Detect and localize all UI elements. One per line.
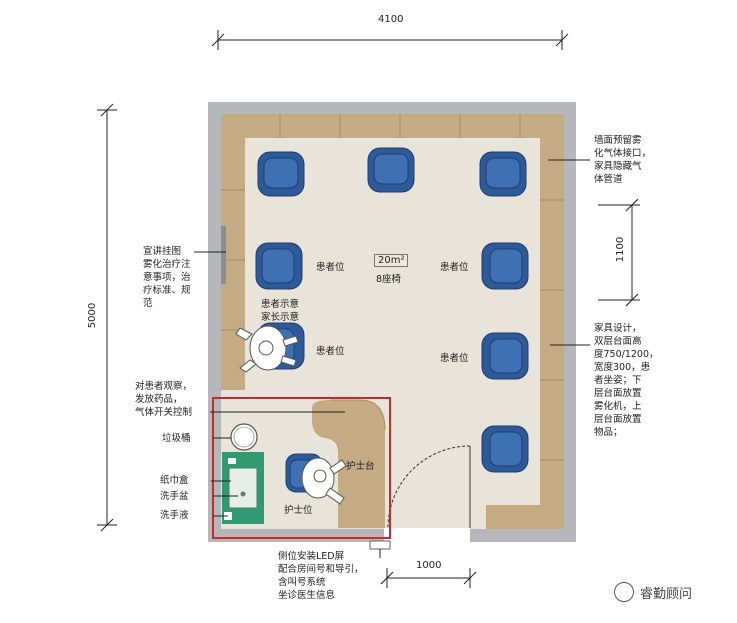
wall-chart <box>221 226 226 284</box>
chair <box>367 147 415 193</box>
label-observe-note: 对患者观察， 发放药品， 气体开关控制 <box>135 381 193 418</box>
label-trash-bin: 垃圾桶 <box>162 433 191 444</box>
label-patient-seat-left-1: 患者位 <box>316 262 345 273</box>
label-patient-seat-right-1: 患者位 <box>440 262 469 273</box>
dimension-right: 1100 <box>615 236 627 263</box>
dimension-top: 4100 <box>378 14 404 25</box>
label-furniture-note: 家具设计， 双层台面高 度750/1200， 宽度300，患 者坐姿；下 层台面… <box>594 323 659 438</box>
trash-bin <box>230 423 258 451</box>
chair <box>481 242 529 290</box>
label-wall-gas: 墙面预留雾 化气体接口， 家具隐藏气 体管道 <box>594 135 652 185</box>
dimension-left: 5000 <box>87 302 99 329</box>
watermark: 睿勤顾问 <box>614 582 692 602</box>
chair <box>479 151 527 197</box>
chair <box>481 425 529 473</box>
label-nurse-seat: 护士位 <box>284 505 313 516</box>
chair <box>255 242 303 290</box>
label-patient-seat-left-2: 患者位 <box>316 346 345 357</box>
chair <box>257 151 305 197</box>
label-led-note: 侧位安装LED屏 配合房间号和导引， 含叫号系统 坐诊医生信息 <box>278 551 364 601</box>
chair <box>481 332 529 380</box>
watermark-text: 睿勤顾问 <box>640 586 693 602</box>
label-nurse-station: 护士台 <box>346 461 375 472</box>
label-tissue-box: 纸巾盒 <box>160 475 189 486</box>
nurse-station <box>312 399 386 528</box>
label-sink: 洗手盆 <box>160 491 189 502</box>
seated-patient-figure <box>235 325 299 373</box>
nurse-zone-highlight <box>212 397 391 539</box>
dimension-door: 1000 <box>416 560 442 571</box>
led-screen <box>369 540 391 550</box>
label-patient-family: 患者示意 家长示意 <box>261 299 300 323</box>
leader-lines <box>194 159 590 558</box>
chairs <box>255 147 529 493</box>
label-patient-seat-right-2: 患者位 <box>440 353 469 364</box>
wechat-icon <box>614 582 634 602</box>
seat-count: 8座椅 <box>376 274 402 285</box>
dimension-lines <box>97 30 640 588</box>
nurse-figure <box>301 457 347 505</box>
room-area: 20m² <box>374 254 409 267</box>
sink-area <box>222 452 264 524</box>
label-hand-sanitizer: 洗手液 <box>160 510 189 521</box>
label-wall-chart: 宣讲挂图 雾化治疗注 意事项，治 疗标准、规 范 <box>143 246 191 309</box>
